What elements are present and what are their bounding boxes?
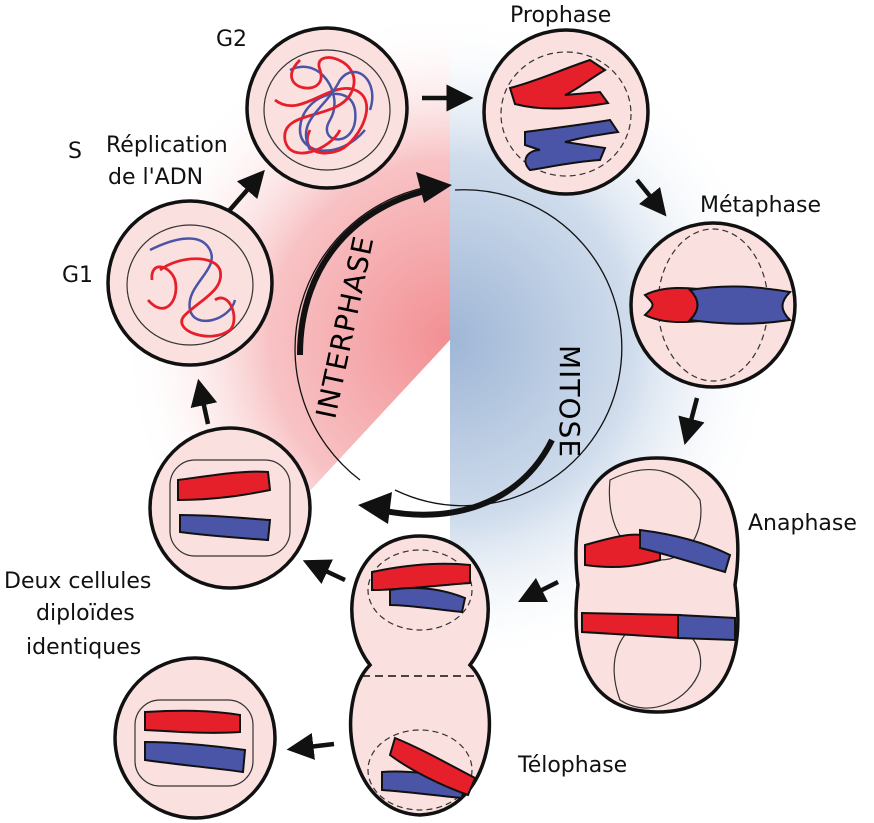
prophase-label: Prophase xyxy=(510,3,611,28)
arrow-daughter-to-g1 xyxy=(190,378,218,425)
g2-cell xyxy=(245,26,409,190)
mitosis-arrow xyxy=(379,438,555,518)
replication-label-line2: de l'ADN xyxy=(108,165,203,190)
arrow-telophase-to-daughter xyxy=(302,559,346,584)
arrow-metaphase-to-anaphase xyxy=(678,397,705,446)
g2-label: G2 xyxy=(216,27,247,52)
anaphase-label: Anaphase xyxy=(748,511,857,536)
interphase-arrowhead xyxy=(416,172,452,203)
mitosis-arrowhead xyxy=(358,492,392,524)
arrow-anaphase-to-telophase xyxy=(517,577,560,603)
metaphase-label: Métaphase xyxy=(700,193,821,218)
mitose-label: MITOSE xyxy=(553,345,586,458)
prophase-cell xyxy=(482,28,650,196)
transition-arrows xyxy=(190,84,705,760)
daughter-label-line2: diploïdes xyxy=(36,601,135,626)
anaphase-cell xyxy=(574,456,740,714)
telophase-label: Télophase xyxy=(517,753,627,778)
cycle-ring-left xyxy=(294,184,441,481)
arrow-telophase-to-lower-daughter xyxy=(286,733,335,760)
arrow-g1-to-s xyxy=(226,169,265,214)
s-label: S xyxy=(68,139,82,164)
arrow-prophase-to-metaphase xyxy=(635,178,667,217)
interphase-arrow xyxy=(297,187,431,356)
daughter-cell-lower xyxy=(113,656,277,820)
daughter-cell-upper xyxy=(148,426,312,590)
daughter-label-line1: Deux cellules xyxy=(4,569,151,594)
metaphase-cell xyxy=(629,221,797,389)
g1-label: G1 xyxy=(62,263,93,288)
daughter-label-line3: identiques xyxy=(26,635,141,660)
telophase-cell xyxy=(348,534,492,817)
g1-cell xyxy=(106,199,274,367)
replication-label-line1: Réplication xyxy=(106,133,228,158)
